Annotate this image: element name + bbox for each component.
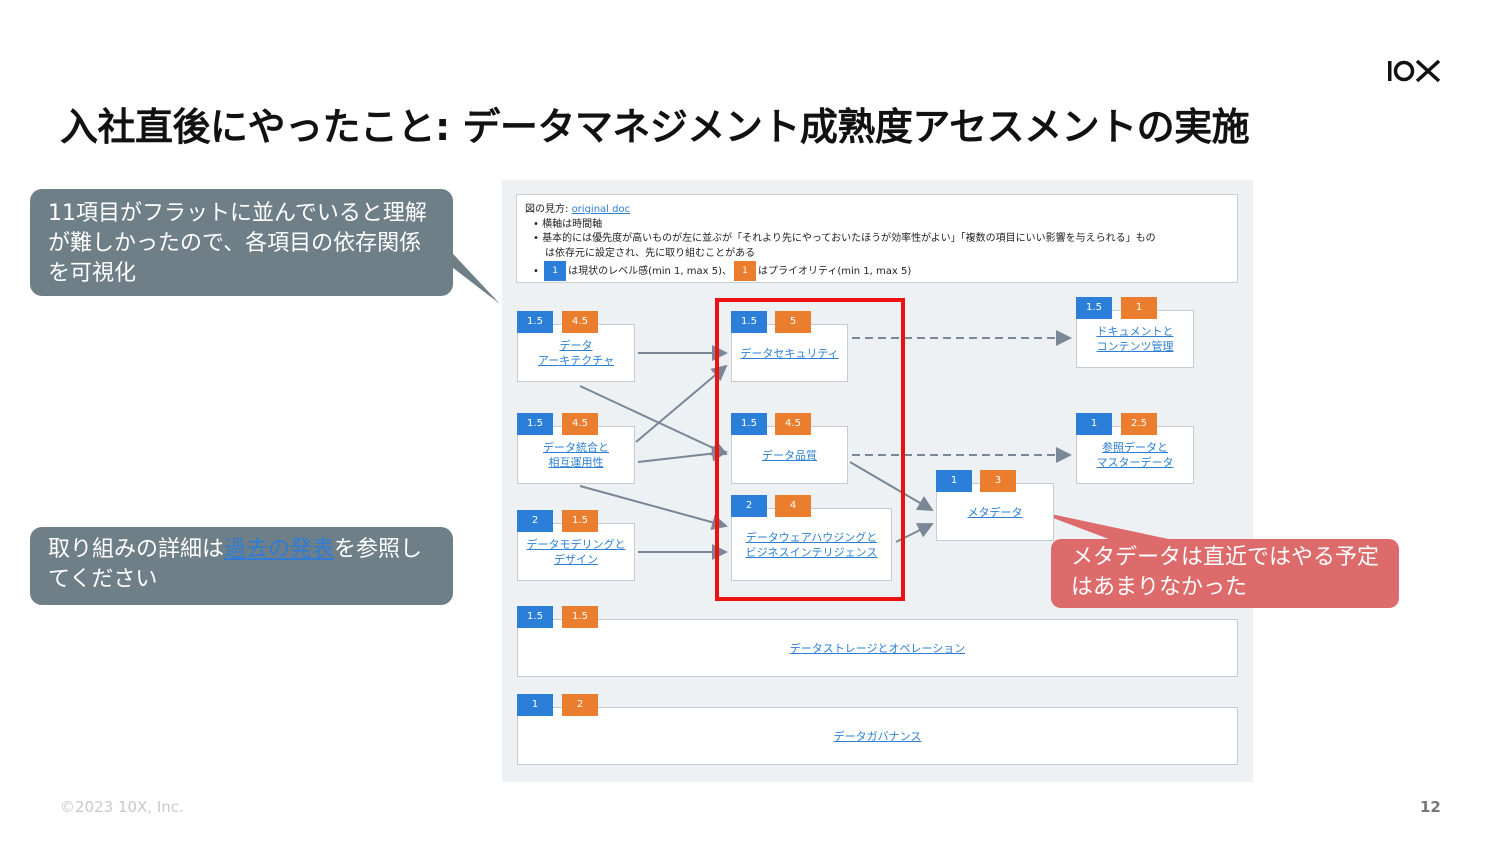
priority-badge: 2.5 [1121,413,1157,435]
priority-badge: 1.5 [562,606,598,628]
brand-logo [1388,59,1441,83]
callout-text-pre: 取り組みの詳細は [48,537,225,562]
edge-integ-quality [637,445,728,463]
level-badge: 1.5 [731,413,767,435]
node-label: 参照データと [1102,441,1168,454]
node-label: マスターデータ [1096,456,1174,469]
node-label: データウェアハウジングと [745,530,878,544]
priority-badge: 4 [775,495,811,517]
priority-badge: 2 [562,694,598,716]
node-label: 相互運用性 [548,456,604,469]
node-label: ドキュメントと [1096,325,1174,338]
priority-badge: 5 [775,311,811,333]
copyright: ©2023 10X, Inc. [60,798,184,816]
priority-badge: 1 [1121,297,1157,319]
priority-badge: 3 [980,470,1016,492]
node-label: アーキテクチャ [537,354,615,367]
node-data-modeling[interactable]: データモデリングとデザイン [517,523,635,581]
level-badge: 1.5 [517,311,553,333]
node-label: データ統合と [543,441,609,454]
node-data-governance[interactable]: データガバナンス [517,707,1238,765]
callout-details-note: 取り組みの詳細は過去の発表を参照してください [30,527,453,605]
level-badge: 1.5 [1076,297,1112,319]
priority-badge: 4.5 [562,311,598,333]
node-label: データ [559,339,593,352]
legend-level-text: は現状のレベル感(min 1, max 5)、 [568,266,732,277]
node-metadata[interactable]: メタデータ [936,483,1054,541]
callout-metadata-note: メタデータは直近ではやる予定はあまりなかった [1051,539,1399,608]
edge-integ-dwh [579,485,728,531]
edge-integ-security [635,364,728,443]
priority-badge: 4.5 [775,413,811,435]
level-badge: 1 [936,470,972,492]
diagram-edges [579,330,1192,560]
original-doc-link[interactable]: original doc [571,204,631,215]
node-data-storage-operations[interactable]: データストレージとオペレーション [517,619,1238,677]
legend-line-1: • 横軸は時間軸 [533,218,603,230]
legend-priority-text: はプライオリティ(min 1, max 5) [757,266,912,277]
callout-pointer [440,240,500,304]
edge-arch-quality [579,385,728,456]
node-document-content[interactable]: ドキュメントとコンテンツ管理 [1076,310,1194,368]
page-number: 12 [1420,798,1441,816]
diagram-legend: 図の見方: original doc • 横軸は時間軸 • 基本的には優先度が高… [516,194,1238,283]
legend-line-2: • 基本的には優先度が高いものが左に並ぶが「それより先にやっておいたほうが効率性… [533,233,1156,244]
legend-prefix: 図の見方: [525,204,572,215]
edge-quality-meta [849,461,934,512]
node-label: デザイン [554,553,598,566]
priority-badge: 1.5 [562,510,598,532]
level-badge: 1.5 [517,606,553,628]
level-badge: 1.5 [517,413,553,435]
legend-priority-badge: 1 [733,261,756,281]
page-title: 入社直後にやったこと: データマネジメント成熟度アセスメントの実施 [60,105,1250,149]
callout-text-post: を参照してください [48,537,423,592]
node-data-integration[interactable]: データ統合と相互運用性 [517,426,635,484]
priority-badge: 4.5 [562,413,598,435]
legend-line-3: は依存元に設定され、先に取り組むことがある [545,247,756,259]
node-data-security[interactable]: データセキュリティ [731,324,848,382]
level-badge: 1 [517,694,553,716]
level-badge: 1 [1076,413,1112,435]
node-label: データモデリングと [526,538,626,551]
node-data-warehousing[interactable]: データウェアハウジングとビジネスインテリジェンス [731,508,892,581]
legend-level-badge: 1 [544,261,567,281]
callout-dependency-note: 11項目がフラットに並んでいると理解が難しかったので、各項目の依存関係を可視化 [30,189,453,296]
node-data-quality[interactable]: データ品質 [731,426,848,484]
highlight-box [715,298,905,601]
node-label: コンテンツ管理 [1096,340,1174,353]
node-label: ビジネスインテリジェンス [745,545,878,559]
node-data-architecture[interactable]: データアーキテクチャ [517,324,635,382]
metadata-note-pointer [1032,510,1192,544]
level-badge: 1.5 [731,311,767,333]
past-presentation-link[interactable]: 過去の発表 [224,537,335,562]
level-badge: 2 [517,510,553,532]
level-badge: 2 [731,495,767,517]
